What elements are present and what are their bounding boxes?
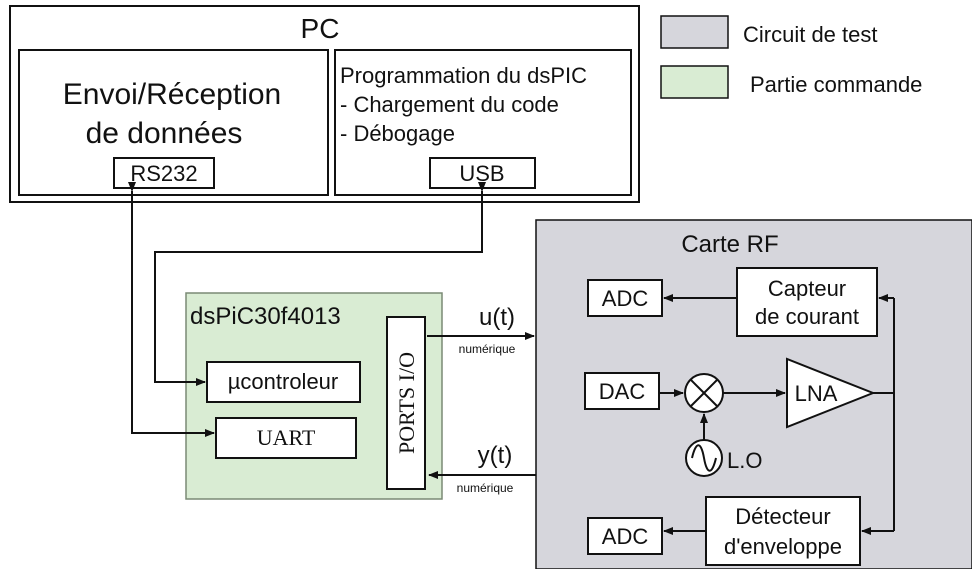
- dac-box: [584, 372, 660, 410]
- pc-block: PC Envoi/Réception de données RS232 Prog…: [9, 5, 640, 203]
- legend-circuit-test-swatch: [660, 15, 729, 49]
- dspic-title: dsPiC30f4013: [190, 303, 341, 330]
- capteur-courant-label-line2: de courant: [755, 304, 859, 329]
- signal-labels: u(t) numérique y(t) numérique: [457, 304, 516, 495]
- u-signal-sublabel: numérique: [459, 342, 516, 356]
- detecteur-enveloppe-label-line2: d'enveloppe: [724, 534, 842, 559]
- rs232-uart-link: [128, 182, 215, 437]
- adc-top-label: ADC: [602, 286, 649, 311]
- programmation-label-line1: Programmation du dsPIC: [340, 63, 587, 88]
- detecteur-enveloppe-box: [705, 496, 861, 566]
- detecteur-enveloppe-label-line1: Détecteur: [735, 504, 830, 529]
- rs232-label: RS232: [130, 161, 197, 186]
- pc-title: PC: [301, 13, 340, 44]
- y-signal-sublabel: numérique: [457, 481, 514, 495]
- legend-partie-commande-swatch: [660, 65, 729, 99]
- envoi-reception-label-line1: Envoi/Réception: [63, 78, 281, 111]
- legend: Circuit de test Partie commande: [660, 15, 922, 99]
- lo-label: L.O: [727, 448, 762, 473]
- lna-amplifier: LNA: [786, 357, 876, 429]
- ucontroleur-label: µcontroleur: [228, 369, 339, 394]
- carte-rf-title: Carte RF: [681, 231, 778, 258]
- programmation-label-line3: - Débogage: [340, 121, 455, 146]
- usb-label: USB: [459, 161, 504, 186]
- adc-bottom-label: ADC: [602, 524, 649, 549]
- envoi-reception-label-line2: de données: [86, 117, 243, 150]
- uart-label: UART: [257, 425, 316, 450]
- legend-circuit-test-label: Circuit de test: [743, 22, 878, 47]
- dac-label: DAC: [599, 379, 646, 404]
- adc-bottom-box: [587, 517, 663, 555]
- carte-rf-block: Carte RF ADC Capteur de courant DAC LNA …: [535, 219, 972, 569]
- lna-label: LNA: [795, 381, 838, 406]
- dspic-block: dsPiC30f4013 µcontroleur UART PORTS I/O: [185, 292, 443, 500]
- sine-source-icon: [685, 439, 723, 477]
- mixer-icon: [684, 373, 724, 413]
- capteur-courant-box: [736, 267, 878, 337]
- programmation-label-line2: - Chargement du code: [340, 92, 559, 117]
- u-signal-label: u(t): [479, 304, 515, 331]
- adc-top-box: [587, 279, 663, 317]
- y-signal-label: y(t): [478, 442, 513, 469]
- uart-box: [215, 417, 357, 459]
- ports-io-label: PORTS I/O: [394, 352, 419, 454]
- connectors: [128, 182, 895, 535]
- capteur-courant-label-line1: Capteur: [768, 276, 846, 301]
- legend-partie-commande-label: Partie commande: [750, 72, 922, 97]
